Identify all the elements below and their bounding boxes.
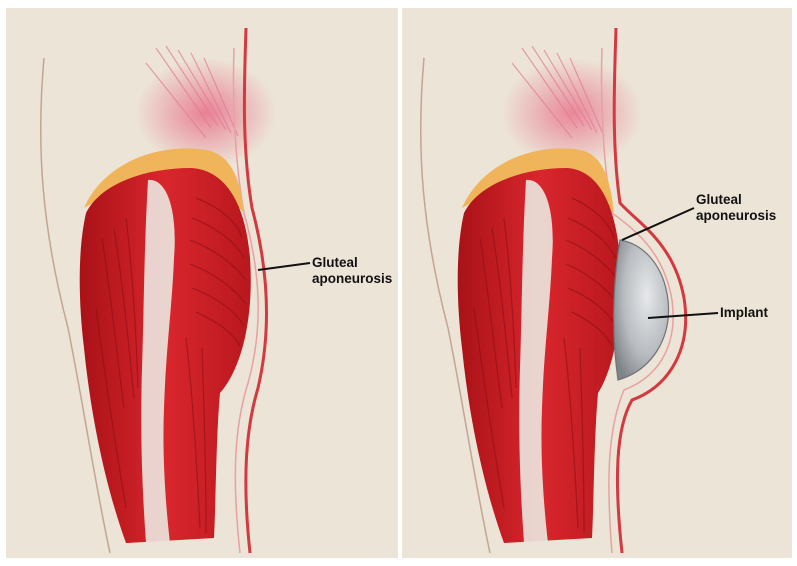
- label-line-aponeurosis: aponeurosis: [696, 208, 776, 224]
- label-line-implant: Implant: [720, 305, 768, 321]
- gluteal-aponeurosis-label: Gluteal aponeurosis: [312, 255, 392, 287]
- label-line-gluteal: Gluteal: [696, 192, 776, 208]
- label-line-gluteal: Gluteal: [312, 255, 392, 271]
- gluteal-aponeurosis-label: Gluteal aponeurosis: [696, 192, 776, 224]
- panel-after-implant: Gluteal aponeurosis Implant: [402, 8, 792, 558]
- panel-before-implant: Gluteal aponeurosis: [6, 8, 398, 558]
- label-line-aponeurosis: aponeurosis: [312, 271, 392, 287]
- implant-label: Implant: [720, 305, 768, 321]
- anatomy-drawing-right: [402, 8, 792, 558]
